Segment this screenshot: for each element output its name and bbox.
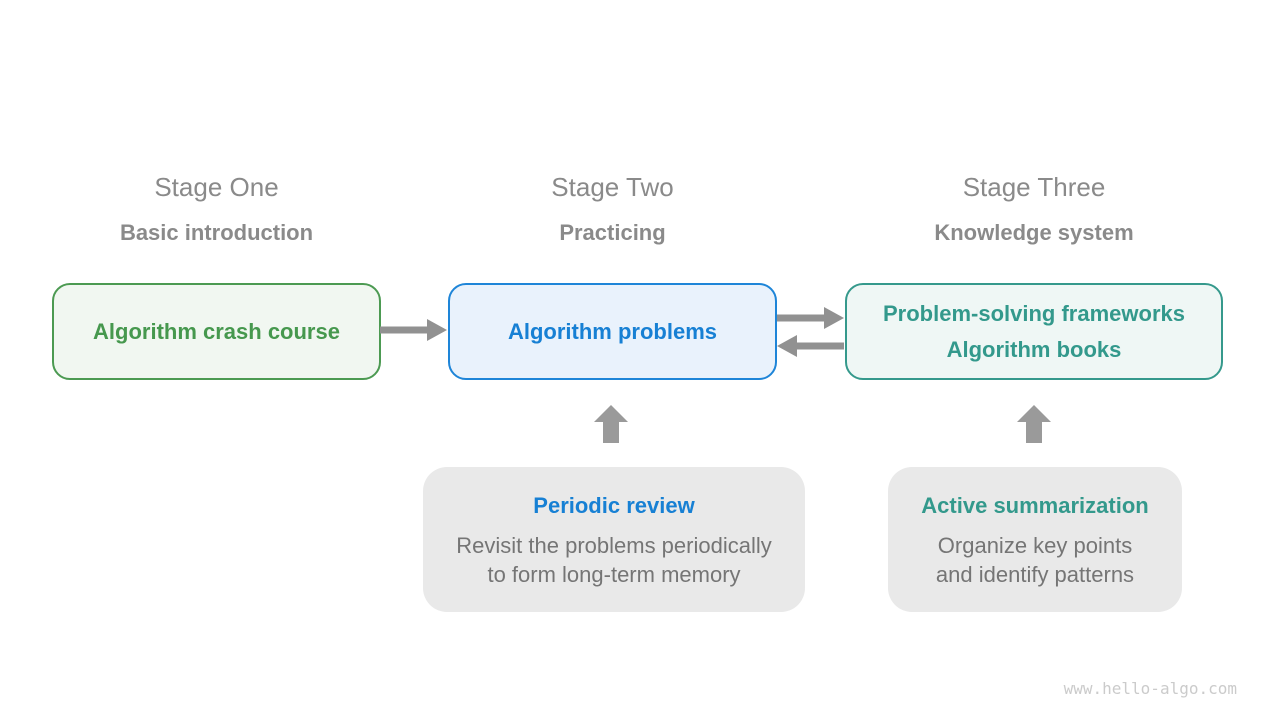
note-body-line: Organize key points xyxy=(937,533,1133,558)
stage-2-title: Stage Two xyxy=(551,172,674,202)
algorithm-crash-course-box: Algorithm crash course xyxy=(52,283,381,380)
arrow-right-icon xyxy=(777,307,844,329)
note-body: Organize key points and identify pattern… xyxy=(888,531,1182,589)
arrow-left-icon xyxy=(777,335,844,357)
arrow-up-icon xyxy=(1017,405,1051,443)
box-label: Algorithm crash course xyxy=(93,318,340,344)
box-label: Problem-solving frameworks xyxy=(883,300,1185,326)
arrow-right-icon xyxy=(380,319,447,341)
stage-3-title: Stage Three xyxy=(962,172,1106,202)
algorithm-problems-box: Algorithm problems xyxy=(448,283,777,380)
note-body-line: and identify patterns xyxy=(935,562,1135,587)
note-title: Active summarization xyxy=(921,493,1149,518)
note-body: Revisit the problems periodically to for… xyxy=(423,531,805,589)
active-summarization-note: Active summarization Organize key points… xyxy=(888,467,1182,612)
note-title: Periodic review xyxy=(533,493,695,518)
periodic-review-note: Periodic review Revisit the problems per… xyxy=(423,467,805,612)
knowledge-system-box: Problem-solving frameworks Algorithm boo… xyxy=(845,283,1223,380)
box-label: Algorithm books xyxy=(946,336,1122,362)
stage-2-subtitle: Practicing xyxy=(559,220,666,245)
box-label: Algorithm problems xyxy=(507,318,717,344)
stage-1-subtitle: Basic introduction xyxy=(119,220,314,245)
watermark: www.hello-algo.com xyxy=(1063,679,1237,698)
note-body-line: Revisit the problems periodically xyxy=(456,533,772,558)
note-body-line: to form long-term memory xyxy=(487,562,741,587)
stage-3-subtitle: Knowledge system xyxy=(934,220,1134,245)
stage-1-title: Stage One xyxy=(154,172,279,202)
arrow-up-icon xyxy=(594,405,628,443)
